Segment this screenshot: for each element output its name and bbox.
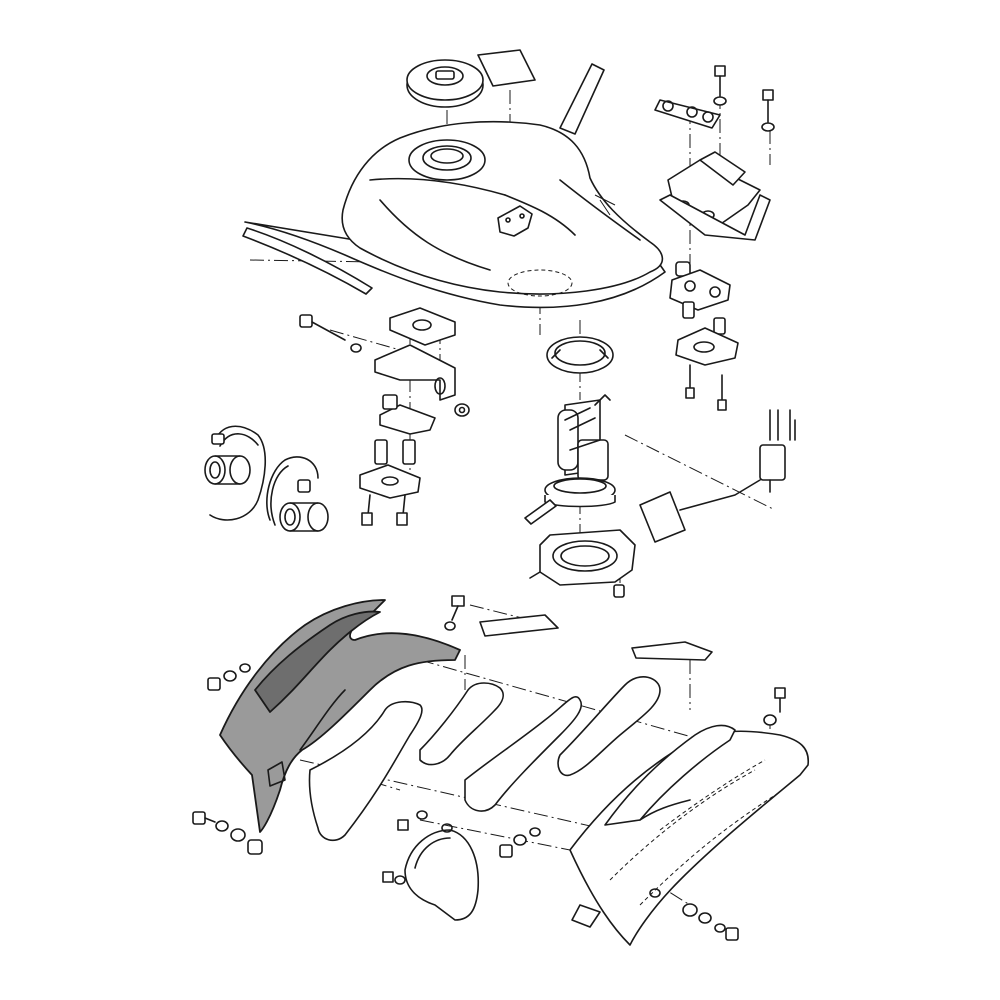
bracket-bolt-right xyxy=(761,89,775,132)
right-cover-bottom-pad xyxy=(571,904,601,928)
side-cover-lower-fasteners xyxy=(192,811,263,855)
fuel-cap xyxy=(406,59,484,108)
lower-guard-screw-bottom xyxy=(382,871,406,885)
right-cover-bottom-fasteners xyxy=(682,903,739,941)
pump-retaining-ring xyxy=(546,336,614,374)
strip-pad-left xyxy=(479,614,559,637)
fuel-hose-clamp-b xyxy=(266,456,329,532)
fuel-tank xyxy=(244,120,666,309)
side-cover-top-screw xyxy=(444,595,465,631)
right-cover-top-screw xyxy=(763,687,786,726)
rear-mount-bracket xyxy=(654,99,771,241)
center-bolt-set xyxy=(499,827,541,858)
cushion-2 xyxy=(419,682,504,766)
cushion-1 xyxy=(308,700,423,842)
bracket-bolt-left xyxy=(713,65,727,106)
tank-edge-strip xyxy=(242,227,373,295)
lower-guard xyxy=(404,823,480,921)
rear-damper-set xyxy=(669,261,739,366)
fuel-pump-assembly xyxy=(524,394,616,525)
front-mount-bracket xyxy=(374,307,456,435)
strip-pad-right xyxy=(631,641,713,661)
caution-label xyxy=(477,49,536,87)
pump-base-plate xyxy=(529,529,636,586)
rear-mount-bolts xyxy=(685,364,727,411)
pump-plate-bolt xyxy=(613,584,625,598)
side-cover-panel xyxy=(219,599,461,833)
cushion-4 xyxy=(557,676,661,777)
front-damper-set xyxy=(359,439,421,526)
fuel-hose-clamp-a xyxy=(204,425,267,521)
cushion-3 xyxy=(464,696,582,812)
right-cover-inner-panel xyxy=(604,724,736,826)
front-mount-bolt xyxy=(299,314,362,353)
lower-guard-screw-top xyxy=(397,810,428,831)
fuel-sender-unit xyxy=(639,409,796,543)
side-cover-dark-stripe xyxy=(254,610,381,713)
highlighted-side-cover xyxy=(219,599,461,833)
tank-trim-strip xyxy=(559,63,605,135)
front-mount-nut xyxy=(454,403,470,417)
side-cover-upper-bolt xyxy=(207,663,251,691)
